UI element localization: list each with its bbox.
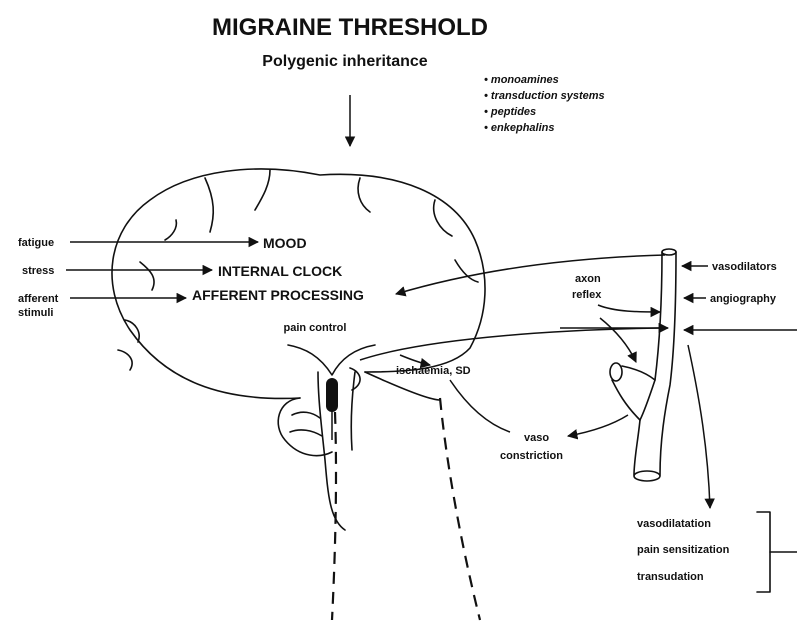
angiography-label: angiography xyxy=(710,293,777,305)
axon-reflex-loop xyxy=(600,318,636,362)
axon-reflex-label: axon reflex xyxy=(572,273,604,301)
blood-vessel xyxy=(610,249,676,481)
pons-bulge xyxy=(350,368,360,390)
function-internal-clock: INTERNAL CLOCK xyxy=(218,263,342,279)
effect-item: vasodilatation xyxy=(637,518,711,530)
input-fatigue: fatigue xyxy=(18,237,54,249)
function-afferent-processing: AFFERENT PROCESSING xyxy=(192,287,364,303)
brainstem-nucleus xyxy=(326,378,338,412)
input-afferent-stimuli: afferent stimuli xyxy=(18,293,61,319)
effect-item: transudation xyxy=(637,571,704,583)
axon-reflex-arrow xyxy=(598,305,660,312)
ischaemia-label: ischaemia, SD xyxy=(396,365,471,377)
effect-item: pain sensitization xyxy=(637,544,730,556)
genetic-factor-item: • enkephalins xyxy=(484,122,555,134)
input-stress: stress xyxy=(22,265,54,277)
brain-sulcus xyxy=(205,178,213,232)
brain-sulcus xyxy=(140,262,154,290)
vasodilators-label: vasodilators xyxy=(712,261,777,273)
ischaemia-arrow xyxy=(400,355,430,365)
diagram-title: MIGRAINE THRESHOLD xyxy=(212,14,488,41)
effects-bracket xyxy=(757,512,770,592)
function-mood: MOOD xyxy=(263,235,307,251)
genetic-factor-item: • peptides xyxy=(484,106,536,118)
brain-sulcus xyxy=(165,220,176,240)
brain-sulcus xyxy=(118,350,132,370)
brain-sulcus xyxy=(358,178,370,212)
genetic-factor-item: • monoamines xyxy=(484,74,559,86)
cerebellum-fold xyxy=(290,430,322,436)
vessel-to-vasoconstriction-arrow xyxy=(568,415,628,436)
pain-control-label: pain control xyxy=(284,322,347,334)
diagram-subtitle: Polygenic inheritance xyxy=(262,53,427,70)
genetic-factor-item: • transduction systems xyxy=(484,90,605,102)
genetic-factor-list: • monoamines • transduction systems • pe… xyxy=(484,74,605,134)
vasoconstriction-label: vaso constriction xyxy=(500,432,563,462)
cerebellum-fold xyxy=(292,412,320,418)
brainstem-right xyxy=(351,372,355,450)
brain-sulcus xyxy=(255,170,270,210)
vessel-to-processing-arrow xyxy=(396,255,665,294)
dashed-pathway-right xyxy=(440,398,480,620)
vessel-to-effects-arrow xyxy=(688,345,710,508)
ischaemia-to-vasoconstriction xyxy=(450,380,510,432)
